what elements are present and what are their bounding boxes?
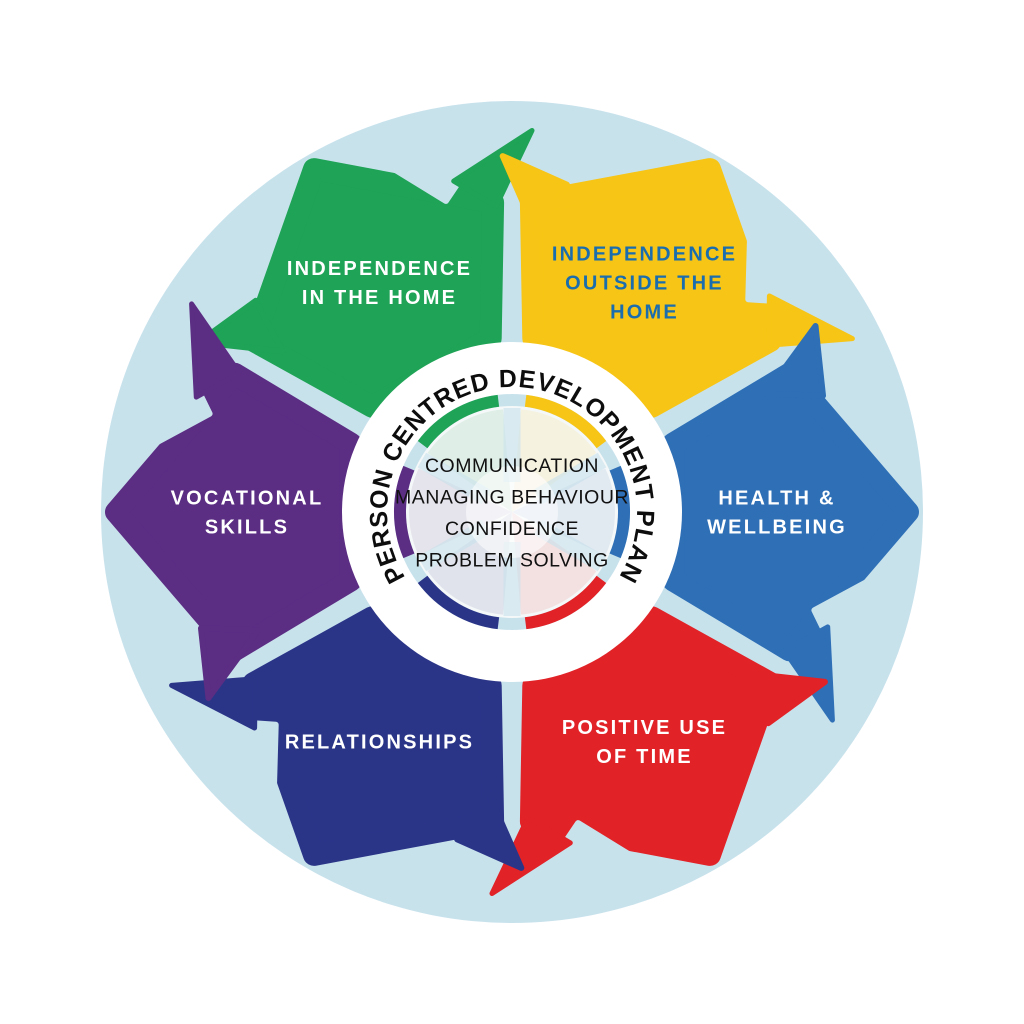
independence-in-the-home-spike [196, 297, 286, 355]
positive-use-of-time-ring-arc [524, 575, 607, 630]
vocational-skills-ring-arc [394, 465, 415, 559]
independence-outside-the-home-segment [499, 153, 855, 418]
vocational-skills-notch [124, 336, 213, 461]
independence-in-the-home-ring-arc [417, 394, 500, 449]
independence-outside-the-home-ring-arc [524, 394, 607, 449]
center-item: MANAGING BEHAVIOUR [395, 487, 629, 509]
relationships-spike [454, 787, 525, 871]
vocational-skills-spike [198, 625, 262, 701]
relationships-label: RELATIONSHIPS [285, 732, 474, 754]
independence-outside-the-home-spike [499, 153, 570, 237]
relationships-ring-arc [417, 575, 500, 630]
center-glow [466, 466, 558, 558]
health-and-wellbeing-ring-arc [609, 465, 630, 559]
health-and-wellbeing-spike [762, 323, 826, 399]
independence-in-the-home-notch [363, 129, 496, 204]
positive-use-of-time-notch [528, 820, 661, 895]
vocational-skills-pale-sector [409, 468, 512, 556]
health-and-wellbeing-notch [811, 563, 900, 688]
health-and-wellbeing-pale-sector [512, 468, 615, 556]
positive-use-of-time-spike [738, 669, 828, 727]
vocational-skills-arrow-barb [189, 301, 242, 400]
center-item: COMMUNICATION [425, 455, 599, 477]
center-item: PROBLEM SOLVING [415, 550, 609, 572]
center-item: CONFIDENCE [445, 518, 579, 540]
health-and-wellbeing-label: HEALTH &WELLBEING [707, 488, 847, 539]
relationships-notch [190, 716, 279, 821]
independence-outside-the-home-notch [745, 203, 834, 308]
